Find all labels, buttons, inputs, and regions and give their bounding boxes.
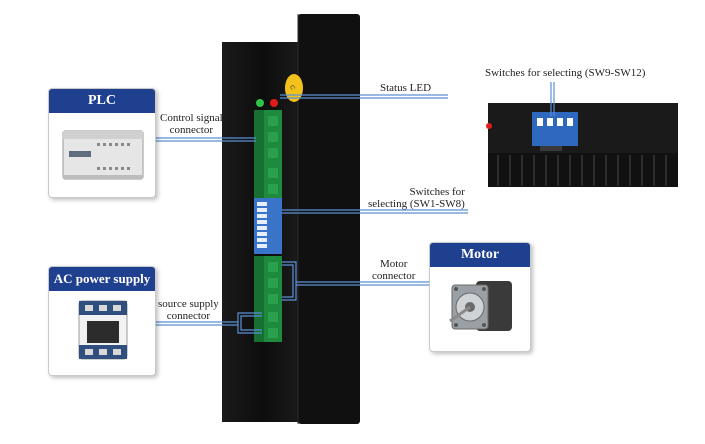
- driver-body: [298, 14, 360, 424]
- status-led-red: [270, 99, 278, 107]
- label-switches-sw1-sw8-line1: Switches for: [409, 186, 465, 198]
- label-switches-sw1-sw8: Switches for selecting (SW1-SW8): [368, 186, 465, 210]
- label-control-signal-line2: connector: [169, 124, 213, 136]
- label-motor-connector-line2: connector: [372, 270, 416, 282]
- driver-side-view-icon: [486, 103, 678, 187]
- plc-card-title: PLC: [49, 89, 155, 113]
- label-status-led: Status LED: [380, 82, 432, 94]
- sw9-sw12-callout: [550, 82, 555, 116]
- svg-text:C: C: [288, 85, 295, 92]
- label-motor-connector: Motor connector: [372, 258, 415, 282]
- label-source-supply: source supply connector: [158, 298, 219, 322]
- label-control-signal: Control signal connector: [160, 112, 223, 136]
- plc-device-icon: [62, 130, 144, 180]
- label-source-supply-line1: source supply: [158, 298, 219, 310]
- contactor-icon: [78, 300, 128, 360]
- plc-card: PLC: [48, 88, 156, 198]
- label-control-signal-line1: Control signal: [160, 112, 223, 124]
- control-signal-connector: [254, 110, 282, 198]
- motor-power-connector: [254, 256, 282, 342]
- ac-power-card: AC power supply: [48, 266, 156, 376]
- callout-lines: [156, 94, 468, 334]
- motor-card: Motor: [429, 242, 531, 352]
- label-motor-connector-line1: Motor: [379, 258, 408, 270]
- motor-card-title: Motor: [430, 243, 530, 267]
- label-switches-sw1-sw8-line2: selecting (SW1-SW8): [368, 198, 465, 210]
- label-switches-sw9-sw12: Switches for selecting (SW9-SW12): [485, 67, 646, 79]
- dip-switch-sw1-sw8: [254, 198, 282, 254]
- servo-motor-icon: [449, 281, 512, 331]
- ac-power-card-title: AC power supply: [49, 267, 155, 291]
- label-source-supply-line2: connector: [166, 310, 211, 322]
- status-led-green: [256, 99, 264, 107]
